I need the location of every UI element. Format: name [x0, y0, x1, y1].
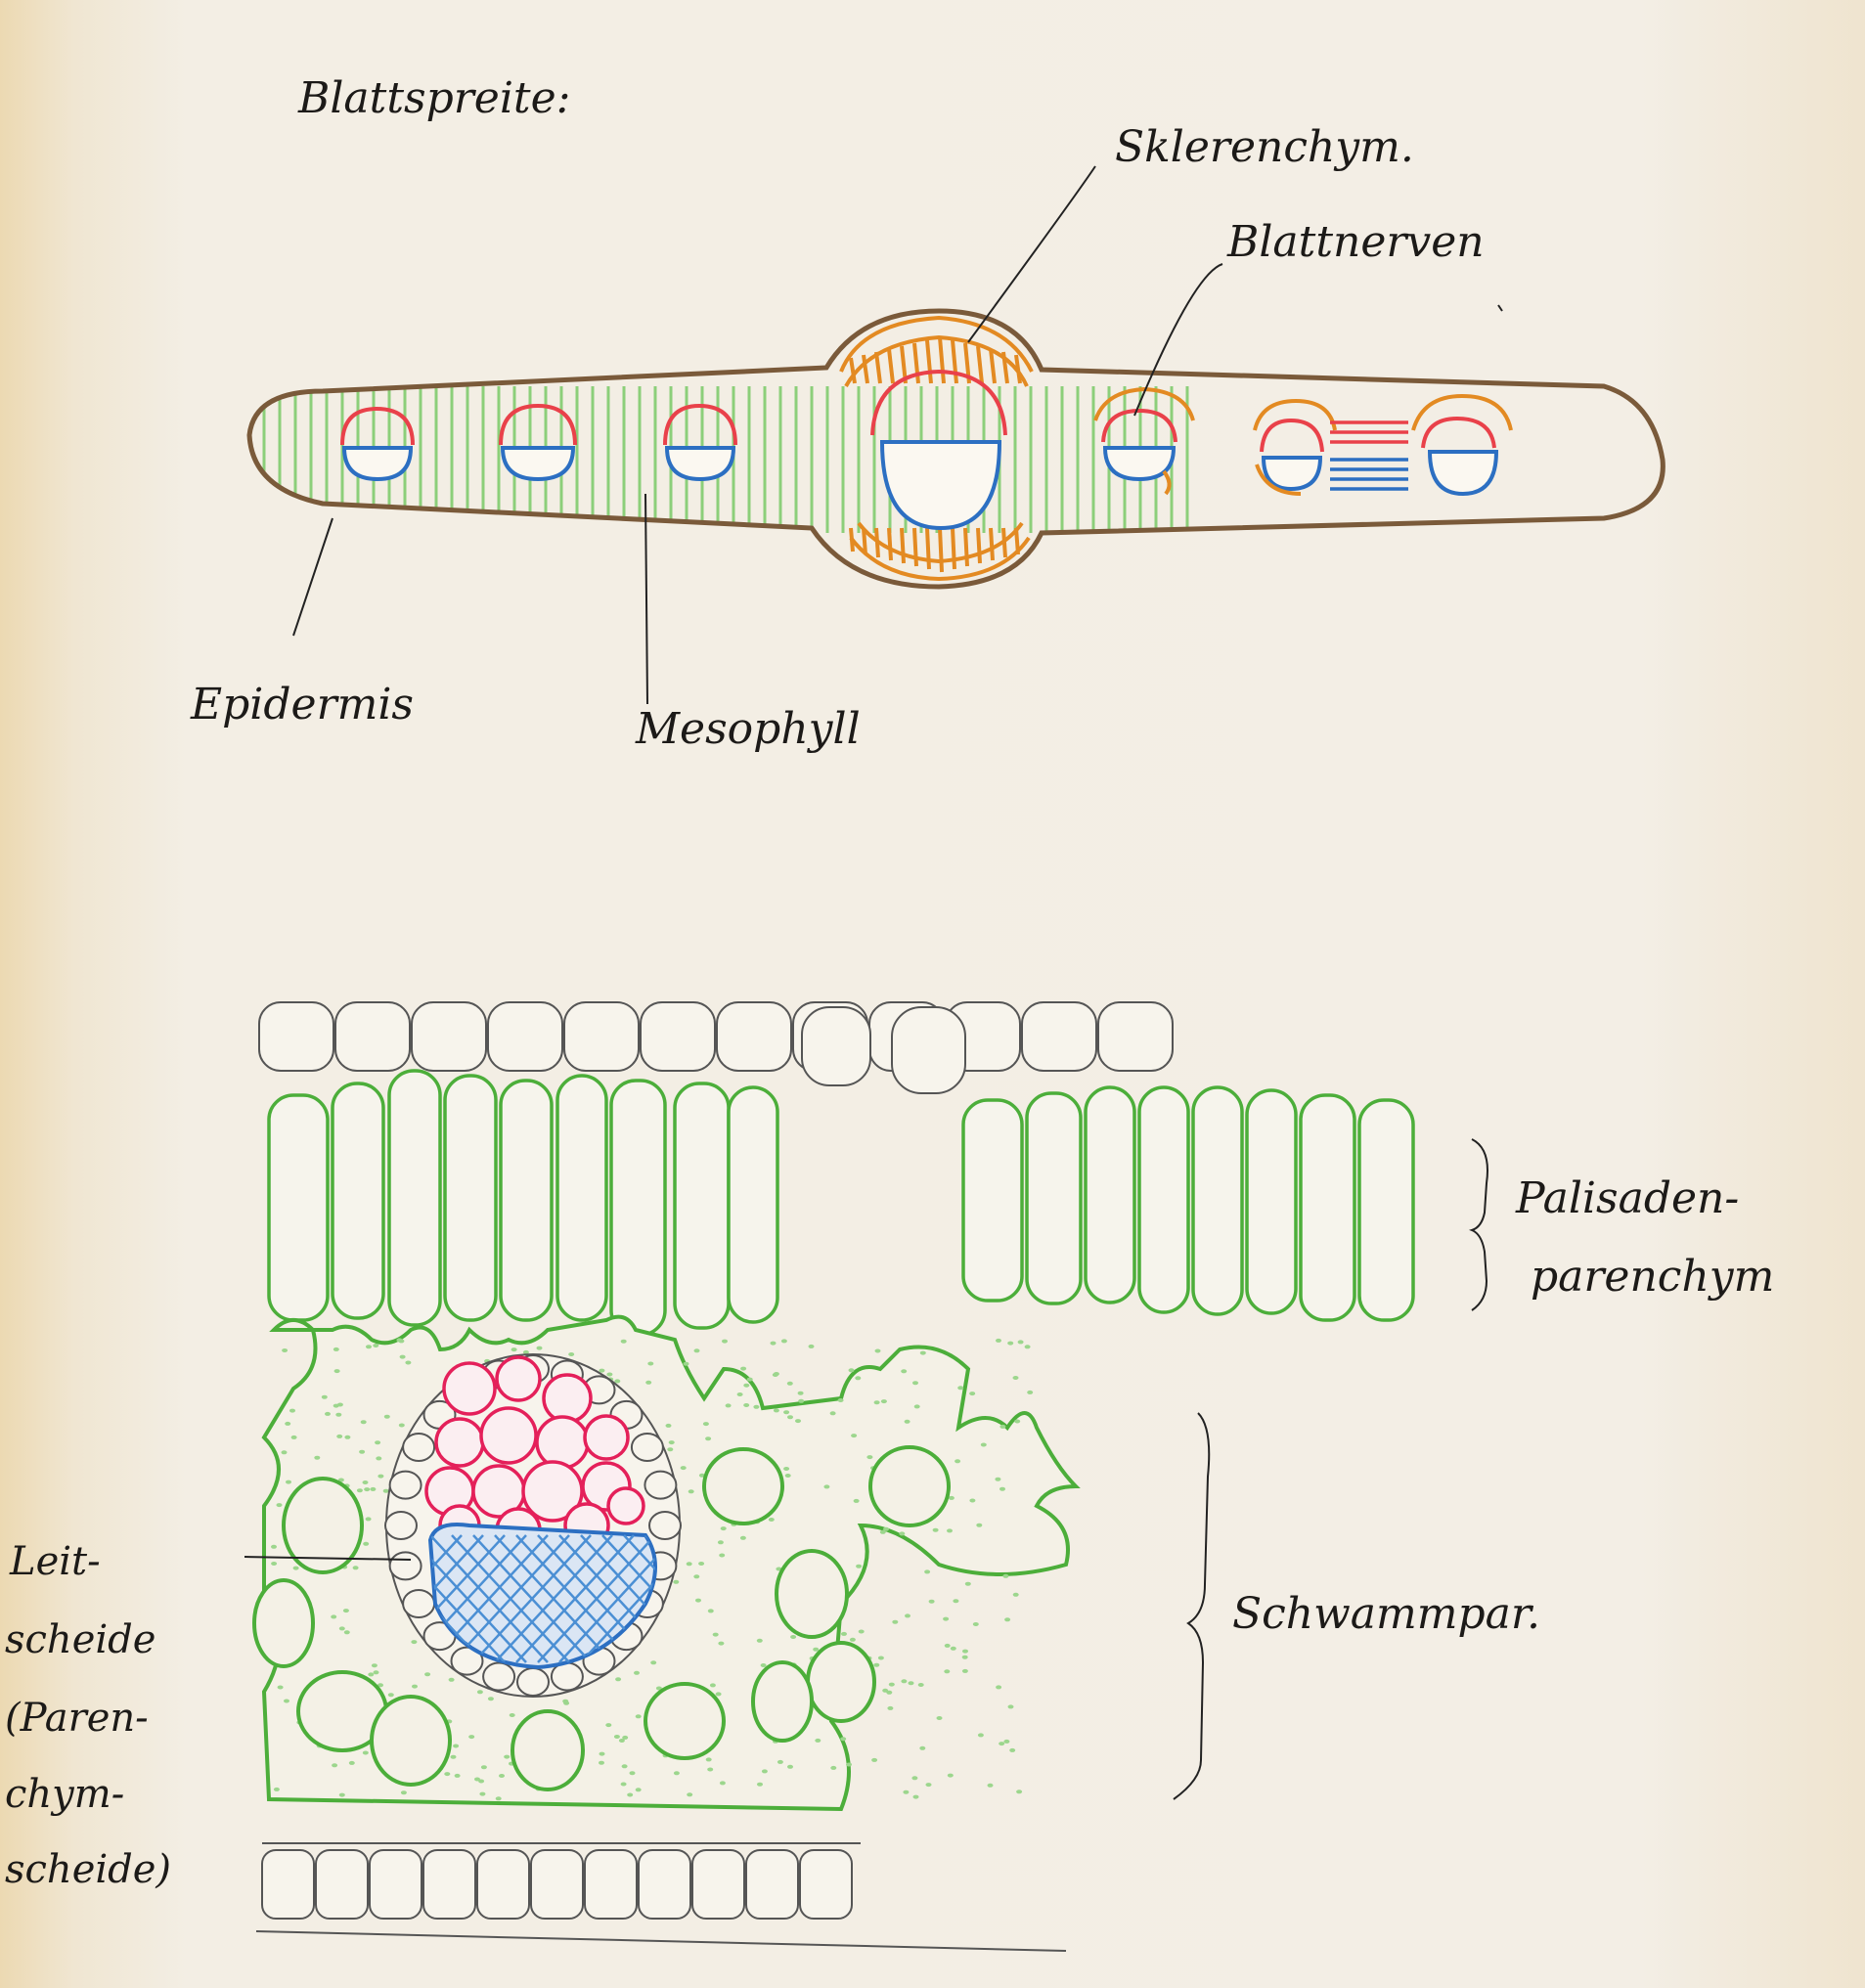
- palisaden-label-line2: parenchym: [1531, 1252, 1774, 1302]
- title-label: Blattspreite:: [297, 73, 570, 123]
- tissue-detail-section: [254, 1002, 1413, 1951]
- vascular-bundles: [342, 372, 1511, 528]
- leit-label-line3: (Paren-: [5, 1696, 149, 1741]
- schwammpar-label: Schwammpar.: [1232, 1589, 1540, 1639]
- leit-label-line2: scheide: [5, 1617, 155, 1662]
- palisade-parenchyma: [269, 1071, 1413, 1335]
- sklerenchym-label: Sklerenchym.: [1115, 122, 1414, 172]
- leit-label-line1: Leit-: [9, 1539, 101, 1584]
- leit-label-line5: scheide): [5, 1847, 171, 1892]
- leaf-blade-section: [249, 311, 1663, 587]
- epidermis-label: Epidermis: [190, 680, 414, 729]
- lower-epidermis: [256, 1843, 1066, 1951]
- leit-label-line4: chym-: [5, 1772, 124, 1817]
- mesophyll-label: Mesophyll: [635, 704, 861, 754]
- palisaden-label-line1: Palisaden-: [1515, 1173, 1739, 1223]
- blattnerven-label: Blattnerven: [1226, 217, 1485, 267]
